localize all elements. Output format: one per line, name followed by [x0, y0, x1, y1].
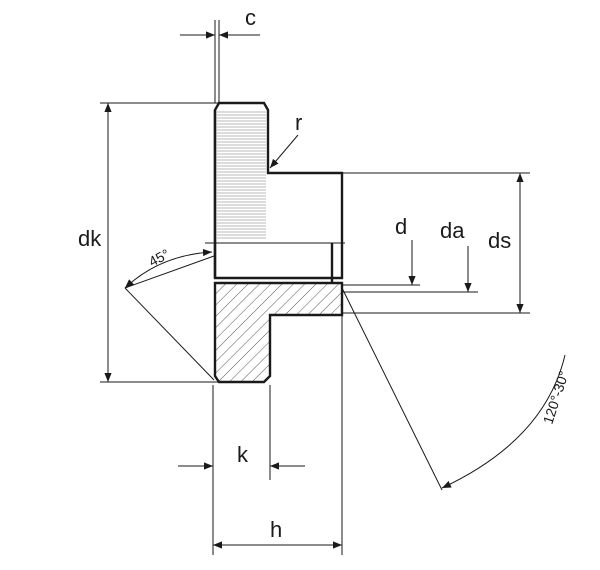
knurling-texture — [217, 111, 266, 239]
label-c: c — [245, 5, 256, 30]
label-angle-45: 45° — [146, 246, 172, 270]
dimension-lines — [104, 31, 566, 549]
label-ds: ds — [488, 228, 511, 253]
label-da: da — [440, 218, 465, 243]
label-h: h — [270, 517, 282, 542]
label-angle-120-30: 120°-30° — [540, 369, 572, 426]
label-dk: dk — [78, 226, 102, 251]
label-r: r — [295, 110, 302, 135]
part-upper-half — [213, 101, 344, 280]
label-d: d — [395, 214, 407, 239]
part-section-lower-half — [213, 243, 344, 384]
label-k: k — [237, 442, 249, 467]
